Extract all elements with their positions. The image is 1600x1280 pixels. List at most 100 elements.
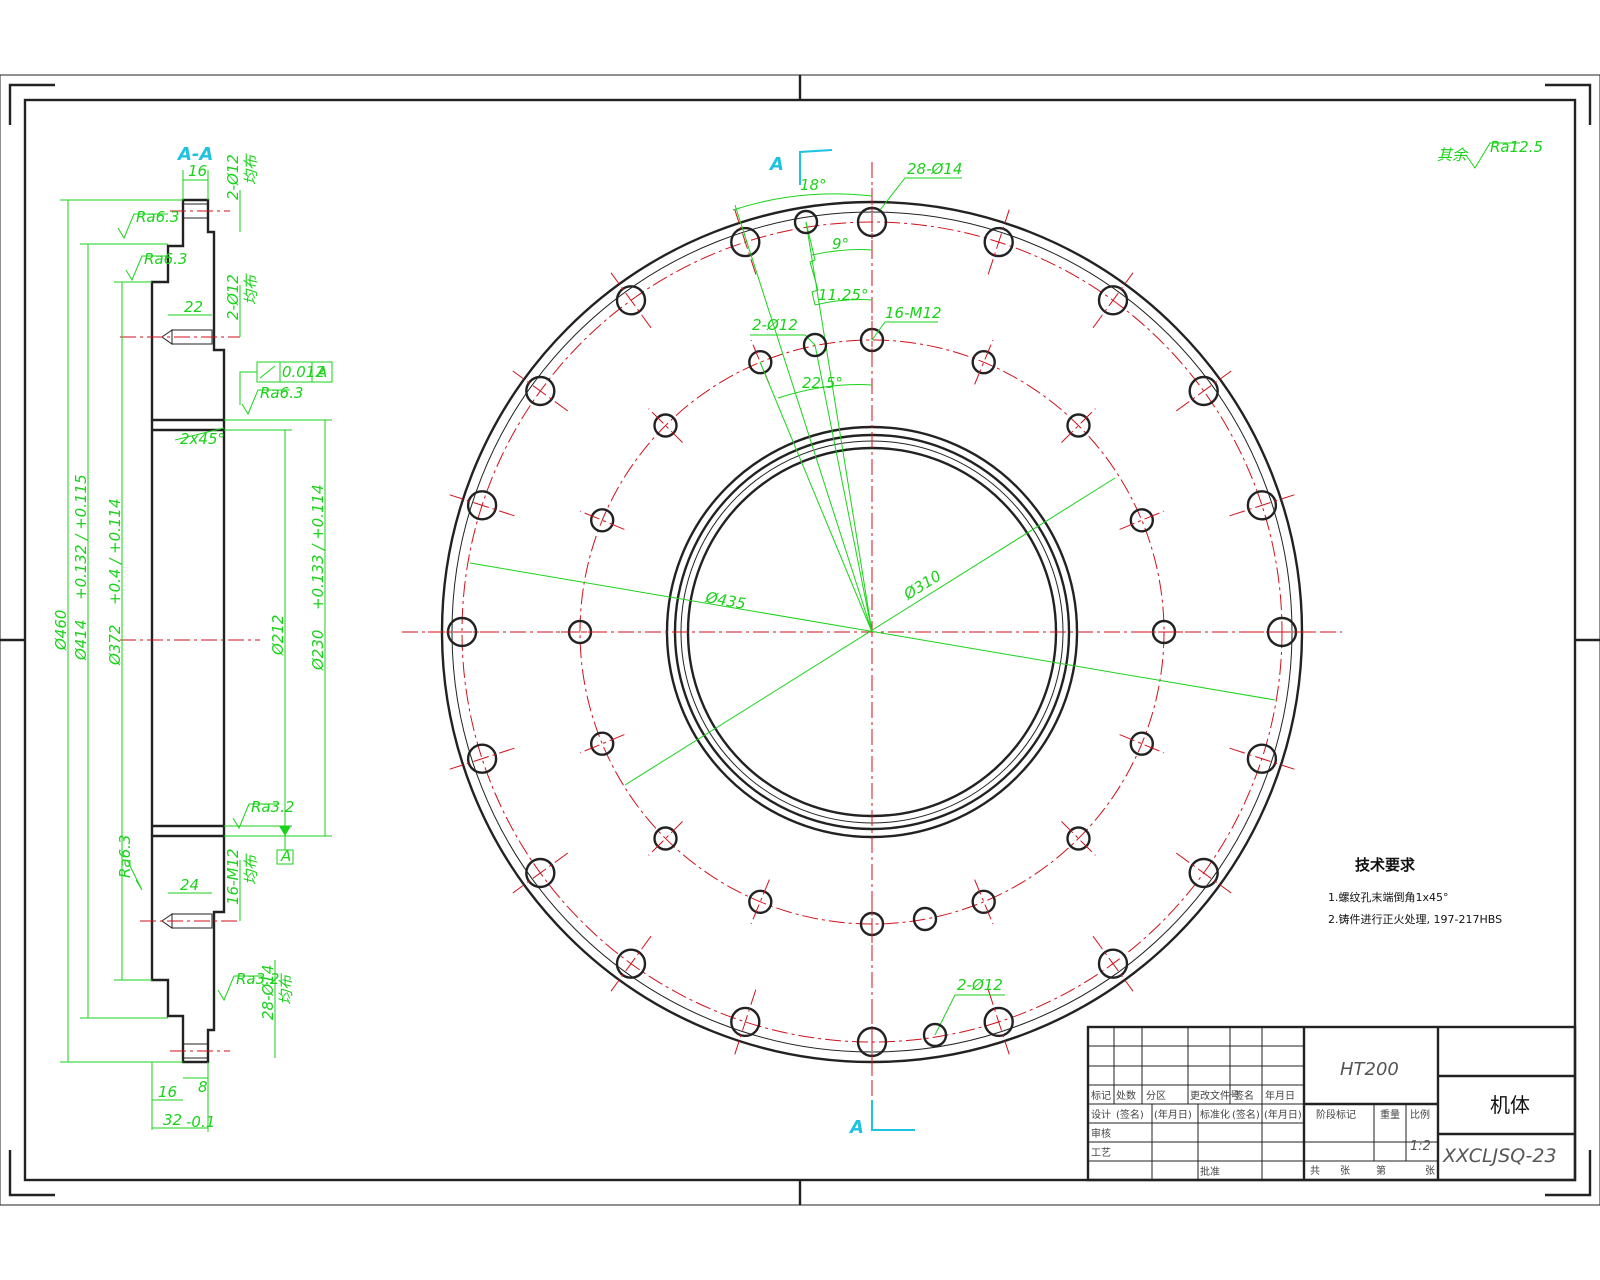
- svg-text:审核: 审核: [1091, 1127, 1111, 1140]
- outer-bolt-hole: [730, 1006, 761, 1038]
- dim-holes-16-m12: 16-M12: [885, 304, 942, 322]
- plan-view: A A Ø435 Ø310 18° 9° 11.25° 22.5° 28-Ø14: [402, 149, 1342, 1138]
- dim-depth-22: 22: [184, 298, 203, 316]
- dim-thread-16: 16-M12: [224, 848, 242, 905]
- outer-bolt-hole-centerline: [987, 989, 1010, 1055]
- part-name: 机体: [1490, 1093, 1530, 1117]
- dim-holes-2-12-top: 2-Ø12: [752, 316, 798, 334]
- outer-bolt-hole-centerline: [1229, 747, 1295, 770]
- svg-text:工艺: 工艺: [1091, 1147, 1111, 1159]
- svg-text:Ra3.2: Ra3.2: [236, 970, 279, 988]
- dim-top-holes: 2-Ø12: [224, 154, 242, 200]
- svg-text:Ra6.3: Ra6.3: [144, 250, 187, 268]
- label-thru-4: 均布: [277, 973, 295, 1005]
- outer-bolt-hole-centerline: [1092, 935, 1134, 992]
- dim-d230: Ø230: [309, 630, 327, 671]
- dim-d435: Ø435: [703, 588, 747, 613]
- dim-holes-28: 28-Ø14: [259, 965, 277, 1020]
- svg-text:标记: 标记: [1091, 1090, 1111, 1102]
- inner-tapped-hole: [748, 889, 773, 914]
- inner-tapped-hole-centerline: [579, 510, 625, 530]
- svg-text:共: 共: [1310, 1165, 1320, 1177]
- title-block: HT200 机体 XXCLJSQ-23 1:2 标记 处数 分区 更改文件号 签…: [1086, 1025, 1577, 1182]
- svg-text:Ra3.2: Ra3.2: [251, 798, 294, 816]
- datum-a: A: [276, 826, 294, 865]
- inner-tapped-hole: [1066, 826, 1091, 851]
- dim-d414: Ø414: [72, 620, 90, 661]
- outer-bolt-hole: [1246, 490, 1278, 521]
- svg-text:Ra6.3: Ra6.3: [116, 835, 134, 878]
- inner-tapped-hole: [1066, 413, 1091, 438]
- inner-tapped-hole: [971, 350, 996, 375]
- svg-text:更改文件号: 更改文件号: [1190, 1089, 1240, 1102]
- inner-tapped-hole: [1129, 508, 1154, 533]
- inner-tapped-hole-centerline: [648, 821, 683, 856]
- svg-text:处数: 处数: [1116, 1089, 1136, 1102]
- svg-text:(年月日): (年月日): [1154, 1108, 1192, 1121]
- label-thru-2: 均布: [242, 273, 260, 305]
- dim-holes-28-14: 28-Ø14: [907, 160, 962, 178]
- dim-mid-holes: 2-Ø12: [224, 274, 242, 320]
- inner-tapped-hole: [971, 889, 996, 914]
- outer-bolt-hole-centerline: [1229, 494, 1295, 517]
- sheet-frame: [0, 74, 1600, 1206]
- dim-d414-tol: +0.132 / +0.115: [72, 474, 90, 600]
- dim-chamfer: 2x45°: [180, 430, 225, 448]
- section-dimensions: Ø460 Ø414 +0.132 / +0.115 Ø372 +0.4 / +0…: [52, 153, 333, 1132]
- outer-bolt-hole-centerline: [1175, 370, 1232, 412]
- outer-bolt-hole: [615, 285, 647, 316]
- label-thru-1: 均布: [242, 153, 260, 185]
- svg-text:年月日: 年月日: [1265, 1089, 1295, 1102]
- title-sheet-labels: 共 张 第 张: [1310, 1164, 1435, 1177]
- svg-text:第: 第: [1376, 1164, 1386, 1177]
- dim-angle-9: 9°: [832, 235, 849, 253]
- dim-d372-tol: +0.4 / +0.114: [106, 498, 124, 605]
- outer-bolt-hole: [983, 226, 1014, 258]
- inner-tapped-hole-centerline: [750, 879, 770, 925]
- inner-tapped-hole-centerline: [579, 734, 625, 754]
- outer-bolt-hole-centerline: [734, 989, 757, 1055]
- dim-bottom-32: 32: [163, 1111, 182, 1129]
- other-label: 其余: [1437, 146, 1469, 164]
- svg-text:重量: 重量: [1380, 1108, 1400, 1121]
- dim-angle-11-25: 11.25°: [818, 286, 868, 304]
- outer-bolt-hole: [1188, 857, 1219, 889]
- drawing-number: XXCLJSQ-23: [1442, 1145, 1557, 1167]
- svg-text:阶段标记: 阶段标记: [1316, 1108, 1356, 1121]
- dim-bottom-16: 16: [158, 1083, 177, 1101]
- technical-requirements: 技术要求 1.螺纹孔末端倒角1x45° 2.铸件进行正火处理, 197-217H…: [1328, 856, 1502, 926]
- runout-datum: A: [316, 363, 327, 381]
- dim-depth-24: 24: [180, 876, 199, 894]
- outer-bolt-hole-centerline: [449, 747, 515, 770]
- inner-tapped-hole-centerline: [974, 879, 994, 925]
- outer-bolt-hole-centerline: [512, 852, 569, 894]
- runout-value: 0.012: [282, 363, 325, 381]
- svg-text:张: 张: [1425, 1165, 1435, 1177]
- material: HT200: [1340, 1059, 1399, 1080]
- inner-tapped-hole: [748, 350, 773, 375]
- dim-bottom-8: 8: [198, 1078, 208, 1096]
- outer-bolt-hole: [1097, 948, 1129, 979]
- outer-bolt-hole: [466, 490, 498, 521]
- outer-bolt-hole: [730, 226, 761, 258]
- dim-d372: Ø372: [106, 625, 124, 666]
- outer-bolt-hole-centerline: [610, 272, 652, 329]
- outer-bolt-hole-centerline: [734, 209, 757, 275]
- svg-text:Ra6.3: Ra6.3: [260, 384, 303, 402]
- tech-req-line1: 1.螺纹孔末端倒角1x45°: [1328, 890, 1449, 904]
- inner-hole-pattern: [556, 316, 1188, 948]
- roughness-marks: Ra6.3 Ra6.3 Ra6.3 Ra3.2 Ra6.3 Ra3.2: [116, 208, 303, 1002]
- section-arrow-top: [799, 149, 833, 185]
- section-label: A-A: [176, 144, 213, 165]
- outer-bolt-hole: [1246, 743, 1278, 774]
- outer-bolt-hole-centerline: [449, 494, 515, 517]
- inner-tapped-hole: [653, 413, 678, 438]
- dim-d230-tol: +0.133 / +0.114: [309, 484, 327, 610]
- outer-bolt-hole: [466, 743, 498, 774]
- outer-bolt-hole: [615, 948, 647, 979]
- section-arrow-bottom: [871, 1100, 915, 1131]
- inner-tapped-hole: [653, 826, 678, 851]
- svg-text:比例: 比例: [1410, 1108, 1430, 1121]
- dim-bottom-32-tol: -0.1: [186, 1113, 215, 1131]
